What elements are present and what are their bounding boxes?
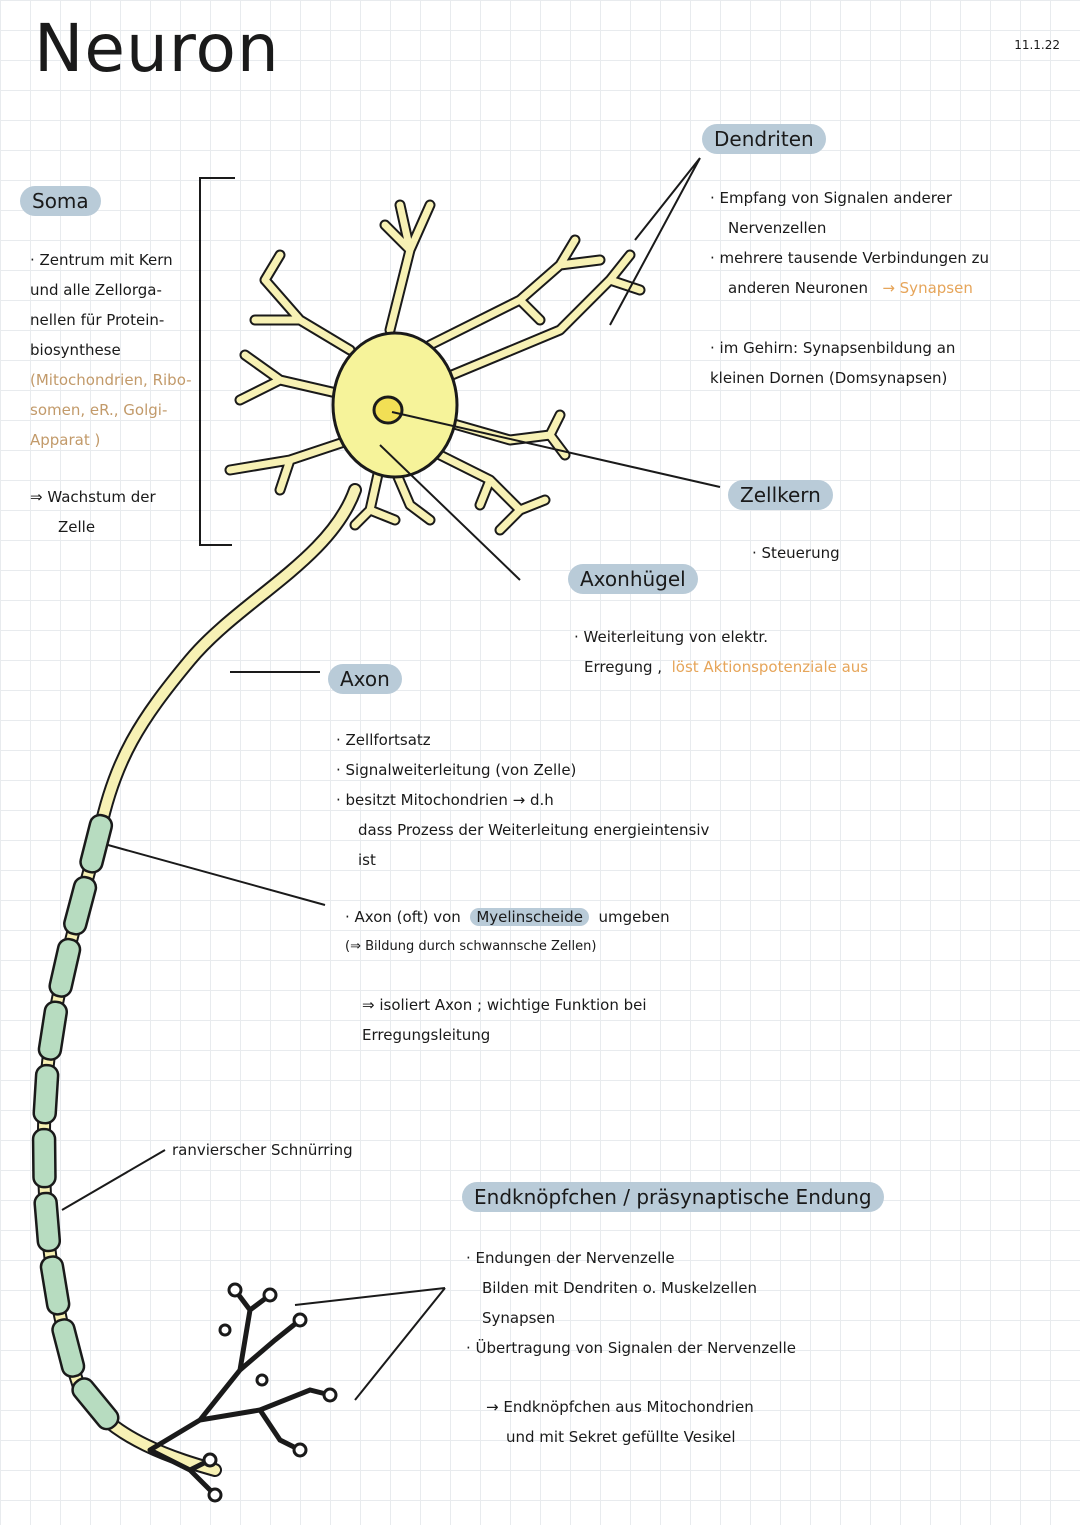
- terminal-buttons: [202, 1282, 338, 1503]
- axonhuegel-notes: · Weiterleitung von elektr. Erregung , l…: [574, 622, 868, 682]
- dendriten-line: Nervenzellen: [728, 219, 827, 237]
- endknoepfchen-result: → Endknöpfchen aus Mitochondrien und mit…: [486, 1392, 754, 1452]
- soma-detail-line: somen, eR., Golgi-: [30, 401, 168, 419]
- leader-lines: [61, 157, 721, 1401]
- cell-nucleus: [372, 395, 404, 425]
- myelin-segment: [48, 937, 82, 998]
- axonhuegel-leader: [379, 444, 521, 581]
- date-note: 11.1.22: [1014, 38, 1060, 52]
- soma-detail-line: (Mitochondrien, Ribo-: [30, 371, 192, 389]
- myelin-notes: · Axon (oft) von Myelinscheide umgeben (…: [345, 902, 670, 962]
- zellkern-note: · Steuerung: [752, 544, 840, 562]
- axonhuegel-line: · Weiterleitung von elektr.: [574, 628, 768, 646]
- soma-line: · Zentrum mit Kern: [30, 251, 173, 269]
- myelin-prefix: · Axon (oft) von: [345, 908, 461, 926]
- myelin-segment: [63, 875, 98, 936]
- axonhuegel-label: Axonhügel: [568, 564, 698, 594]
- axon-line: · Signalweiterleitung (von Zelle): [336, 761, 577, 779]
- dendriten-brain-line: · im Gehirn: Synapsenbildung an: [710, 339, 956, 357]
- axon-line: dass Prozess der Weiterleitung energiein…: [358, 821, 710, 839]
- myelin-segment: [31, 1127, 57, 1189]
- axon-terminals: [147, 1287, 333, 1498]
- soma-result-line: Zelle: [58, 518, 96, 536]
- dendriten-line: anderen Neuronen: [728, 279, 869, 297]
- myelin-suffix: umgeben: [598, 908, 670, 926]
- endknoepfchen-result-line: → Endknöpfchen aus Mitochondrien: [486, 1398, 754, 1416]
- endknoepfchen-notes: · Endungen der Nervenzelle Bilden mit De…: [466, 1243, 796, 1363]
- axon-line: · Zellfortsatz: [336, 731, 431, 749]
- page-title: Neuron: [34, 10, 280, 87]
- myelin-segment: [33, 1191, 62, 1253]
- endknoepfchen-label: Endknöpfchen / präsynaptische Endung: [462, 1182, 884, 1212]
- axonhuegel-highlight: löst Aktionspotenziale aus: [671, 658, 869, 676]
- dendriten-label: Dendriten: [702, 124, 826, 154]
- soma-line: biosynthese: [30, 341, 121, 359]
- myelin-segment: [71, 1377, 120, 1431]
- myelin-segment: [39, 1255, 71, 1316]
- soma-result: ⇒ Wachstum der Zelle: [30, 482, 156, 542]
- ranvier-label: ranvierscher Schnürring: [172, 1141, 353, 1159]
- dendriten-notes: · Empfang von Signalen anderer Nervenzel…: [710, 183, 989, 303]
- axonhuegel-line: Erregung ,: [584, 658, 663, 676]
- endknoepfchen-leader: [294, 1287, 446, 1401]
- soma-bracket: [199, 177, 235, 546]
- synapsen-note: → Synapsen: [882, 279, 973, 297]
- zellkern-leader: [391, 411, 721, 488]
- axon-notes: · Zellfortsatz · Signalweiterleitung (vo…: [336, 725, 709, 875]
- endknoepfchen-result-line: und mit Sekret gefüllte Vesikel: [506, 1428, 736, 1446]
- myelin-segment: [51, 1318, 86, 1378]
- myelin-segment: [37, 1000, 68, 1061]
- axon-line: ist: [358, 851, 376, 869]
- soma-line: und alle Zellorga-: [30, 281, 162, 299]
- dendriten-brain-line: kleinen Dornen (Domsynapsen): [710, 369, 948, 387]
- endknoepfchen-line: · Übertragung von Signalen der Nervenzel…: [466, 1339, 796, 1357]
- soma-notes: · Zentrum mit Kern und alle Zellorga- ne…: [30, 245, 192, 455]
- myelin-segment: [32, 1063, 60, 1125]
- axon-label: Axon: [328, 664, 402, 694]
- dendriten-brain-notes: · im Gehirn: Synapsenbildung an kleinen …: [710, 333, 955, 393]
- ranvier-leader: [61, 1149, 166, 1211]
- endknoepfchen-line: Synapsen: [482, 1309, 556, 1327]
- axon-result-line: ⇒ isoliert Axon ; wichtige Funktion bei: [362, 996, 647, 1014]
- soma-label: Soma: [20, 186, 101, 216]
- soma-result-line: ⇒ Wachstum der: [30, 488, 156, 506]
- dendrites-shape: [224, 199, 646, 536]
- soma-detail-line: Apparat ): [30, 431, 101, 449]
- dendriten-line: · mehrere tausende Verbindungen zu: [710, 249, 990, 267]
- endknoepfchen-line: Bilden mit Dendriten o. Muskelzellen: [482, 1279, 758, 1297]
- dendriten-leader: [609, 157, 701, 326]
- axon-line: · besitzt Mitochondrien → d.h: [336, 791, 554, 809]
- axon-shape: [36, 483, 362, 1477]
- zellkern-label: Zellkern: [728, 480, 833, 510]
- axon-result-line: Erregungsleitung: [362, 1026, 491, 1044]
- myelin-word: Myelinscheide: [470, 908, 589, 926]
- myelin-sub: (⇒ Bildung durch schwannsche Zellen): [345, 939, 597, 954]
- dendriten-line: · Empfang von Signalen anderer: [710, 189, 953, 207]
- endknoepfchen-line: · Endungen der Nervenzelle: [466, 1249, 675, 1267]
- soma-line: nellen für Protein-: [30, 311, 165, 329]
- myelin-leader: [107, 844, 326, 906]
- myelin-sheath: [31, 813, 120, 1431]
- myelin-segment: [79, 813, 114, 874]
- axon-result: ⇒ isoliert Axon ; wichtige Funktion bei …: [362, 990, 647, 1050]
